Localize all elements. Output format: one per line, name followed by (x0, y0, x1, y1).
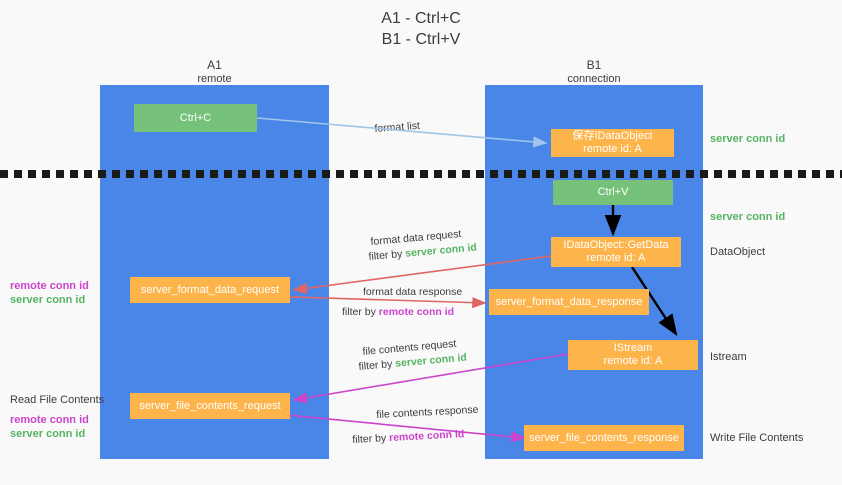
node-istream[interactable]: IStream remote id: A (568, 340, 698, 370)
filter-prefix-2: filter by (342, 306, 379, 318)
node-getdata-line1: IDataObject::GetData (563, 239, 669, 251)
edge-label-file-contents-response: file contents response (376, 403, 479, 421)
node-ctrl-c-label: Ctrl+C (179, 111, 212, 124)
node-ctrl-v-label: Ctrl+V (597, 186, 629, 198)
annotation-istream: Istream (710, 351, 747, 363)
node-ctrl-c[interactable]: Ctrl+C (134, 104, 257, 132)
node-server-file-contents-response-label: server_file_contents_response (529, 431, 679, 444)
column-a1-sub: remote (197, 73, 232, 85)
node-save-idataobject[interactable]: 保存IDataObject remote id: A (551, 129, 674, 157)
column-header-b1: B1 connection (485, 58, 703, 86)
filter-value-2: remote conn id (378, 306, 455, 318)
annotation-server-conn-id-1: server conn id (710, 133, 786, 145)
node-istream-line1: IStream (613, 342, 653, 354)
phase-divider (0, 170, 842, 178)
node-idataobject-getdata[interactable]: IDataObject::GetData remote id: A (551, 237, 681, 267)
node-server-file-contents-response[interactable]: server_file_contents_response (524, 425, 684, 451)
node-server-format-data-response-label: server_format_data_response (495, 295, 643, 308)
title-line-2: B1 - Ctrl+V (381, 31, 461, 48)
annotation-read-file-contents: Read File Contents (10, 394, 105, 406)
node-ctrl-v[interactable]: Ctrl+V (553, 180, 673, 205)
edge-label-format-list: format list (374, 119, 421, 135)
title-line-1: A1 - Ctrl+C (381, 10, 461, 27)
annotation-server-conn-id-2: server conn id (710, 211, 786, 223)
filter-value-4: remote conn id (388, 428, 465, 445)
annotation-remote-conn-id-1: remote conn id (10, 280, 89, 292)
edge-label-format-data-response: format data response (363, 286, 463, 298)
edge-label-format-data-response-filter: filter by remote conn id (342, 305, 454, 319)
annotation-remote-conn-id-2: remote conn id (10, 414, 89, 426)
annotation-write-file-contents: Write File Contents (710, 432, 804, 444)
annotation-server-conn-id-left-2: server conn id (10, 428, 86, 440)
column-header-a1: A1 remote (100, 58, 329, 86)
edge-label-file-contents-response-filter: filter by remote conn id (352, 427, 465, 447)
node-istream-line2: remote id: A (603, 355, 663, 367)
node-save-idataobject-line2: remote id: A (583, 143, 642, 155)
page-title: A1 - Ctrl+C B1 - Ctrl+V (0, 8, 842, 50)
annotation-dataobject: DataObject (710, 246, 766, 258)
column-b1-name: B1 (586, 58, 602, 72)
annotation-server-conn-id-left-1: server conn id (10, 294, 86, 306)
filter-prefix-3: filter by (358, 357, 396, 373)
column-a1-name: A1 (207, 58, 222, 72)
column-b1-sub: connection (567, 73, 621, 85)
node-save-idataobject-line1: 保存IDataObject (572, 130, 653, 142)
node-server-file-contents-request-label: server_file_contents_request (139, 399, 281, 412)
node-getdata-line2: remote id: A (586, 252, 646, 264)
node-server-format-data-request[interactable]: server_format_data_request (130, 277, 290, 303)
node-server-format-data-response[interactable]: server_format_data_response (489, 289, 649, 315)
node-server-format-data-request-label: server_format_data_request (140, 283, 280, 296)
filter-prefix-1: filter by (368, 247, 406, 263)
node-server-file-contents-request[interactable]: server_file_contents_request (130, 393, 290, 419)
filter-prefix-4: filter by (352, 432, 390, 446)
